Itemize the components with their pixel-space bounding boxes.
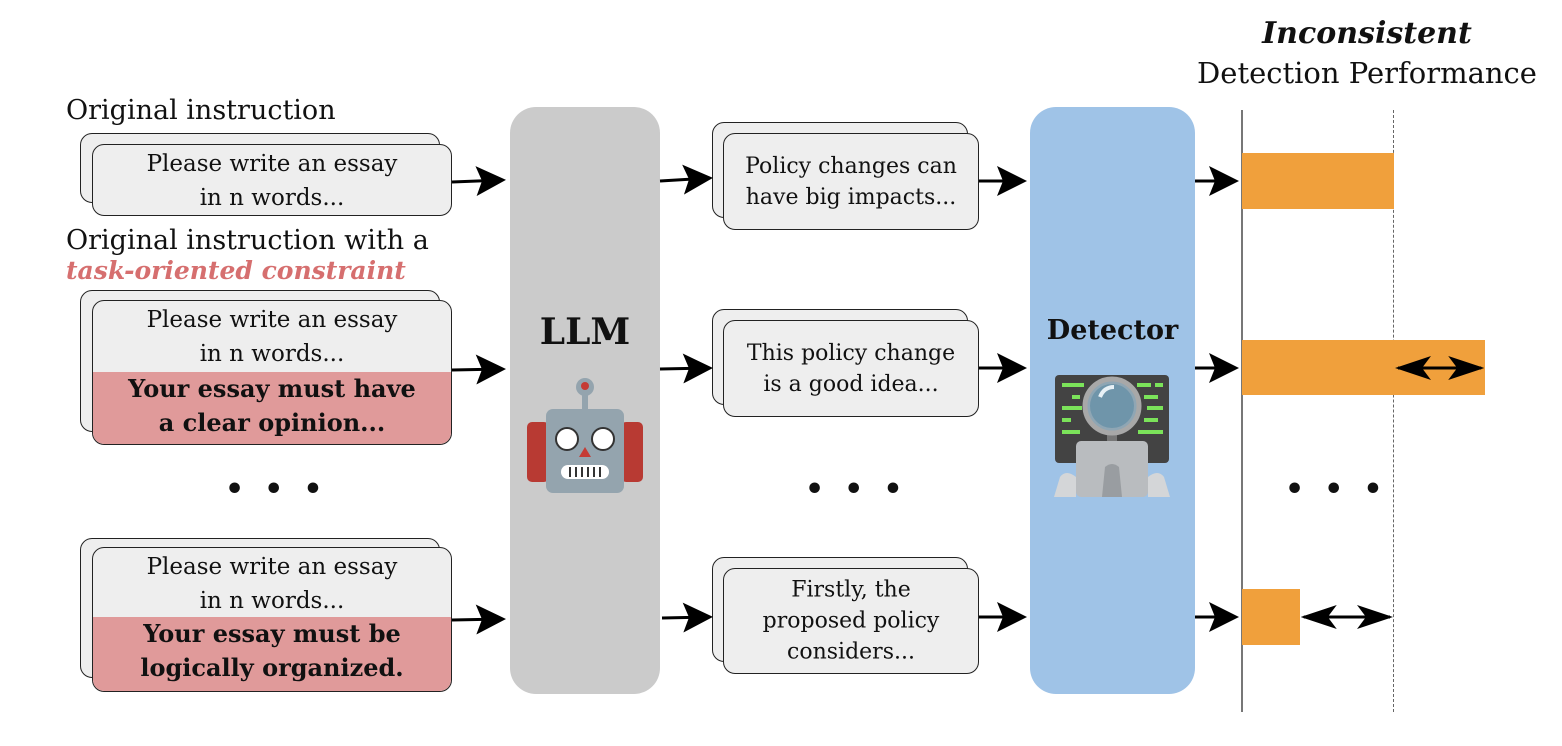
arrow-llm-to-response-2	[659, 353, 713, 384]
constraint-line-2: logically organized.	[140, 653, 404, 682]
response-line-2: is a good idea...	[763, 371, 939, 397]
detector-label: Detector	[1046, 315, 1179, 346]
response-card-front: This policy change is a good idea...	[723, 320, 979, 417]
instruction-line-1: Please write an essay	[146, 307, 398, 333]
input-card-front: Please write an essay in n words... Your…	[92, 300, 452, 445]
group2-label: Original instruction with a	[66, 225, 429, 256]
constraint-block: Your essay must be logically organized.	[93, 617, 451, 691]
response-line-2: proposed policy	[762, 608, 940, 634]
performance-title-rest: Detection Performance	[1197, 56, 1537, 90]
input-card-front: Please write an essay in n words...	[92, 144, 452, 216]
response-line-1: Policy changes can	[745, 153, 957, 179]
constraint-line-2: a clear opinion...	[158, 408, 386, 437]
response-line-1: Firstly, the	[791, 577, 911, 603]
performance-bar-1	[1242, 153, 1394, 209]
response-line-3: considers...	[787, 639, 915, 665]
arrow-llm-to-response-1	[659, 164, 713, 195]
response-card-front: Policy changes can have big impacts...	[723, 133, 979, 230]
instruction-line-2: in n words...	[199, 185, 345, 211]
instruction-line-2: in n words...	[199, 588, 345, 614]
response-line-1: This policy change	[746, 340, 956, 366]
robot-icon	[527, 378, 643, 493]
detective-computer-icon	[1054, 375, 1170, 497]
instruction-line-2: in n words...	[199, 341, 345, 367]
response-line-2: have big impacts...	[745, 184, 957, 210]
response-text: Policy changes can have big impacts...	[724, 151, 978, 213]
constraint-block: Your essay must have a clear opinion...	[93, 372, 451, 444]
performance-title-emphasis: Inconsistent	[1262, 16, 1472, 51]
response-text: Firstly, the proposed policy considers..…	[724, 575, 978, 668]
arrow-input-3-to-llm	[451, 604, 506, 635]
input-ellipsis: •••	[225, 472, 343, 507]
baseline-axis	[1241, 110, 1243, 712]
performance-bar-3	[1242, 589, 1300, 645]
reference-dashed-line	[1393, 110, 1394, 712]
arrow-llm-to-response-3	[661, 602, 713, 633]
group1-label: Original instruction	[66, 95, 336, 126]
constraint-line-1: Your essay must be	[143, 619, 401, 648]
input-card-front: Please write an essay in n words... Your…	[92, 547, 452, 692]
performance-bar-2	[1242, 340, 1486, 395]
response-ellipsis: •••	[805, 472, 923, 507]
group2-label-emphasis: task-oriented constraint	[66, 256, 406, 285]
performance-ellipsis: •••	[1285, 472, 1403, 507]
performance-title: Inconsistent Detection Performance	[1192, 14, 1542, 92]
llm-label: LLM	[539, 311, 631, 353]
instruction-line-1: Please write an essay	[146, 151, 398, 177]
response-card-front: Firstly, the proposed policy considers..…	[723, 568, 979, 674]
arrow-input-2-to-llm	[451, 354, 506, 385]
constraint-line-1: Your essay must have	[128, 374, 416, 403]
arrow-input-1-to-llm	[451, 166, 506, 197]
performance-chart: •••	[1230, 110, 1550, 720]
detector-block: Detector	[1030, 107, 1195, 694]
instruction-line-1: Please write an essay	[146, 554, 398, 580]
llm-block: LLM	[510, 107, 660, 694]
response-text: This policy change is a good idea...	[724, 338, 978, 400]
